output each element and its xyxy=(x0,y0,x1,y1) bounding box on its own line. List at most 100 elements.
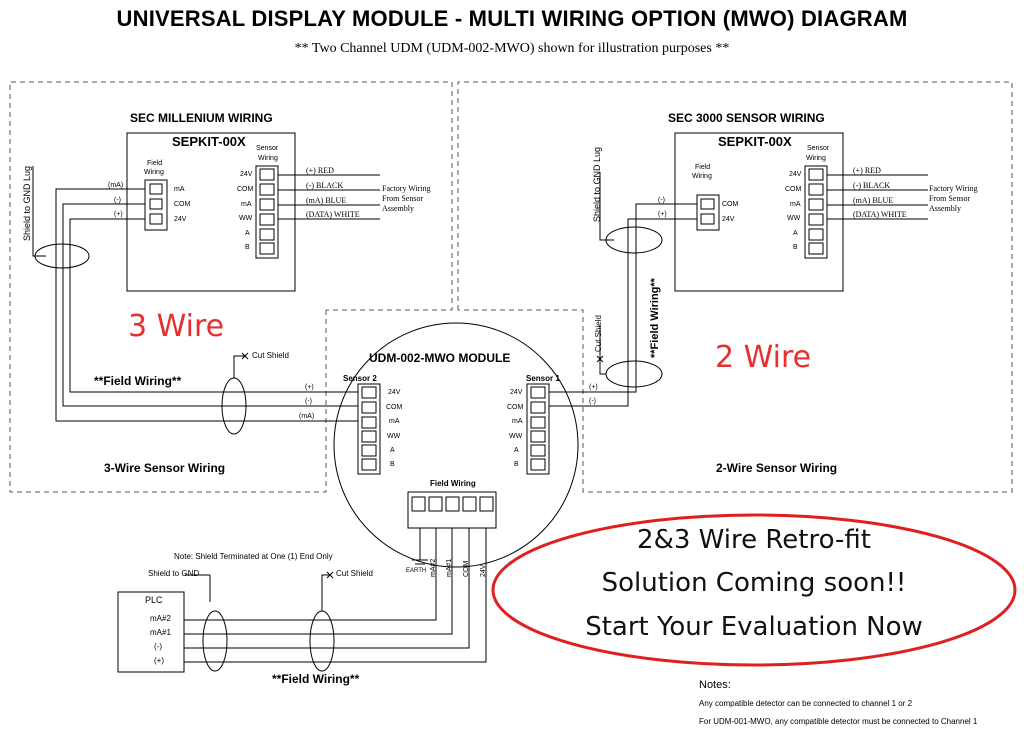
right-sensor-term: B xyxy=(793,244,798,251)
left-sensor-term: COM xyxy=(237,186,254,193)
right-sensor-term: A xyxy=(793,230,798,237)
right-sensor-wire: (+) RED xyxy=(853,166,881,175)
right-sensor-term: COM xyxy=(785,186,802,193)
module-s2-term: WW xyxy=(387,433,401,440)
right-assembly-note: Assembly xyxy=(929,204,961,213)
left-sensor-label-2: Wiring xyxy=(258,155,278,162)
callout-line-1: 2&3 Wire Retro-fit xyxy=(637,525,871,555)
right-cut-shield-label: Cut Shield xyxy=(594,315,603,352)
left-field-label-1: Field xyxy=(147,160,163,167)
plc-term: (-) xyxy=(154,642,162,651)
module-bottom-term: EARTH xyxy=(406,568,427,574)
right-assembly-note: From Sensor xyxy=(929,194,971,203)
left-field-wire: (-) xyxy=(114,197,121,204)
module-s2-term: COM xyxy=(386,404,403,411)
module-field-wiring-label: Field Wiring xyxy=(430,479,476,488)
callout-line-3: Start Your Evaluation Now xyxy=(585,612,923,642)
left-sensor-label-1: Sensor xyxy=(256,145,279,152)
callout-line-2: Solution Coming soon!! xyxy=(601,568,907,598)
plc-term: mA#2 xyxy=(150,614,171,623)
module-bottom-term: 24V xyxy=(480,564,487,577)
module-s1-term: A xyxy=(514,447,519,454)
module-title: UDM-002-MWO MODULE xyxy=(369,351,511,365)
module-s2-term: A xyxy=(390,447,395,454)
callout-ring xyxy=(491,513,1017,667)
right-field-label-2: Wiring xyxy=(692,173,712,180)
vertical-field-wiring-label: **Field Wiring** xyxy=(649,278,661,358)
left-assembly-note: From Sensor xyxy=(382,194,424,203)
right-field-wire: (+) xyxy=(658,211,667,218)
right-assembly-note: Factory Wiring xyxy=(929,184,978,193)
plc-term: (+) xyxy=(154,656,164,665)
plc-title: PLC xyxy=(145,595,163,605)
shield-note: Note: Shield Terminated at One (1) End O… xyxy=(174,552,333,561)
left-wire-count: 3 Wire xyxy=(128,309,225,344)
right-panel-border xyxy=(457,81,1013,493)
module-s2-term: B xyxy=(390,461,395,468)
right-field-term: 24V xyxy=(722,216,735,223)
module-s1-term: mA xyxy=(512,418,523,425)
module-s1-term: B xyxy=(514,461,519,468)
left-sensor-term: A xyxy=(245,230,250,237)
right-sensor-wire: (-) BLACK xyxy=(853,181,891,190)
right-sensor-label-2: Wiring xyxy=(806,155,826,162)
sensor1-label: Sensor 1 xyxy=(526,374,560,383)
left-field-label-2: Wiring xyxy=(144,169,164,176)
left-field-term: 24V xyxy=(174,216,187,223)
left-kit-box xyxy=(126,132,296,292)
left-field-term: COM xyxy=(174,201,191,208)
left-sensor-term: WW xyxy=(239,215,253,222)
right-kit-label: SEPKIT-00X xyxy=(718,134,792,149)
page-subtitle: ** Two Channel UDM (UDM-002-MWO) shown f… xyxy=(294,41,730,56)
left-sensor-wire: (-) BLACK xyxy=(306,181,344,190)
sensor2-label: Sensor 2 xyxy=(343,374,377,383)
right-wire-count: 2 Wire xyxy=(715,340,812,375)
left-kit-label: SEPKIT-00X xyxy=(172,134,246,149)
retrofit-callout: 2&3 Wire Retro-fit Solution Coming soon!… xyxy=(493,515,1015,665)
page-title: UNIVERSAL DISPLAY MODULE - MULTI WIRING … xyxy=(116,6,908,31)
plc-term: mA#1 xyxy=(150,628,171,637)
right-sensor-term: 24V xyxy=(789,171,802,178)
plc-box xyxy=(117,591,185,673)
left-sensor-term: 24V xyxy=(240,171,253,178)
module-circle xyxy=(333,322,579,568)
note-item: For UDM-001-MWO, any compatible detector… xyxy=(699,717,978,726)
left-shield-label: Shield to GND Lug xyxy=(22,165,32,241)
left-panel-footer: 3-Wire Sensor Wiring xyxy=(104,461,226,475)
left-field-wiring-label: **Field Wiring** xyxy=(94,374,182,388)
right-shield-label: Shield to GND Lug xyxy=(592,146,602,222)
note-item: Any compatible detector can be connected… xyxy=(699,699,913,708)
left-field-wire: (mA) xyxy=(108,182,124,189)
right-field-label-1: Field xyxy=(695,164,711,171)
module-left-wire: (+) xyxy=(305,384,314,391)
module-s2-term: mA xyxy=(389,418,400,425)
left-panel-header: SEC MILLENIUM WIRING xyxy=(130,111,273,125)
plc-field-wiring-label: **Field Wiring** xyxy=(272,672,360,686)
module-bottom-term: mA#1 xyxy=(446,558,453,577)
left-sensor-term: B xyxy=(245,244,250,251)
right-sensor-term: WW xyxy=(787,215,801,222)
plc-cut-shield: Cut Shield xyxy=(336,569,373,578)
module-s1-term: COM xyxy=(507,404,524,411)
module-s1-term: WW xyxy=(509,433,523,440)
right-kit-box xyxy=(674,132,844,292)
left-assembly-note: Assembly xyxy=(382,204,414,213)
left-assembly-note: Factory Wiring xyxy=(382,184,431,193)
plc-shield-to-gnd: Shield to GND xyxy=(148,569,200,578)
module-s2-term: 24V xyxy=(388,389,401,396)
right-field-term: COM xyxy=(722,201,739,208)
module-s1-term: 24V xyxy=(510,389,523,396)
notes-heading: Notes: xyxy=(699,679,731,691)
right-panel-header: SEC 3000 SENSOR WIRING xyxy=(668,111,825,125)
left-sensor-term: mA xyxy=(241,201,252,208)
module-right-wire: (+) xyxy=(589,384,598,391)
right-panel-footer: 2-Wire Sensor Wiring xyxy=(716,461,838,475)
left-field-term: mA xyxy=(174,186,185,193)
module-left-wire: (-) xyxy=(305,398,312,405)
left-sensor-wire: (+) RED xyxy=(306,166,334,175)
right-sensor-wire: (DATA) WHITE xyxy=(853,210,907,219)
module-right-wire: (-) xyxy=(589,398,596,405)
left-cut-shield-label: Cut Shield xyxy=(252,351,289,360)
right-sensor-term: mA xyxy=(790,201,801,208)
